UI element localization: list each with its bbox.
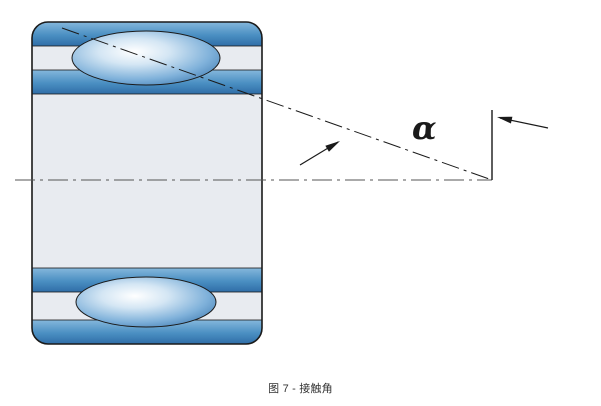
bearing-outline bbox=[31, 21, 263, 345]
angle-arrow-left bbox=[299, 141, 340, 166]
bearing-ball-top bbox=[71, 30, 221, 86]
alpha-label: α bbox=[412, 109, 437, 147]
contact-angle-line bbox=[61, 27, 493, 181]
angle-arrow-right bbox=[497, 116, 549, 129]
figure-caption: 图 7 - 接触角 bbox=[268, 383, 333, 395]
bearing-body bbox=[32, 22, 262, 344]
bearing-ball-bottom bbox=[75, 276, 217, 328]
